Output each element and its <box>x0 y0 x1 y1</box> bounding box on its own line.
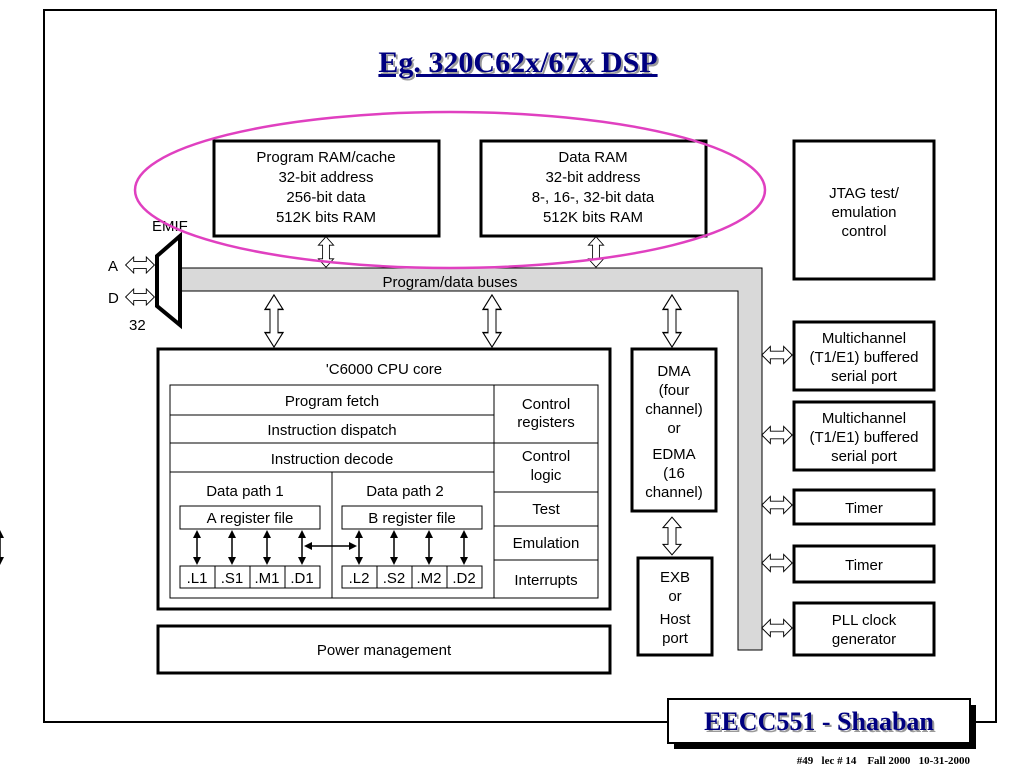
dma-line-2: (four <box>659 382 690 399</box>
power-management-box <box>156 624 612 675</box>
timer2-label: Timer <box>845 557 883 574</box>
emulation-label: Emulation <box>513 535 580 552</box>
footer-title: EECC551 - Shaaban <box>704 707 934 736</box>
unit-d2: .D2 <box>452 570 475 587</box>
jtag-line-2: emulation <box>831 204 896 221</box>
mcbsp1-line-3: serial port <box>831 368 898 385</box>
slide-title: Eg. 320C62x/67x DSP <box>378 46 657 79</box>
unit-l1: .L1 <box>187 570 208 587</box>
register-unit-arrows <box>0 530 4 565</box>
data-ram-line-4: 512K bits RAM <box>543 209 643 226</box>
mcbsp2-line-1: Multichannel <box>822 410 906 427</box>
program-ram-line-3: 256-bit data <box>286 189 366 206</box>
control-registers-line-2: registers <box>517 414 575 431</box>
emif-d-arrow <box>125 288 155 306</box>
pll-arrow <box>761 618 793 638</box>
bus-dma-arrow <box>662 294 682 348</box>
program-ram-box <box>212 139 441 238</box>
instruction-decode-label: Instruction decode <box>271 451 394 468</box>
unit-m2: .M2 <box>416 570 441 587</box>
pll-box <box>792 601 936 657</box>
footer-meta: #49 lec # 14 Fall 2000 10-31-2000 <box>797 755 971 767</box>
mcbsp2-box <box>792 400 936 472</box>
emif-a-label: A <box>108 258 118 275</box>
mcbsp1-line-2: (T1/E1) buffered <box>810 349 919 366</box>
data-ram-line-1: Data RAM <box>558 149 627 166</box>
dma-box <box>630 347 718 513</box>
timer2-box <box>792 544 936 584</box>
b-register-file-box <box>341 505 483 530</box>
cpu-core-title: 'C6000 CPU core <box>326 361 442 378</box>
program-fetch-label: Program fetch <box>285 393 379 410</box>
mcbsp1-arrow <box>761 345 793 365</box>
data-path-1-label: Data path 1 <box>206 483 284 500</box>
pll-line-1: PLL clock <box>832 612 897 629</box>
exb-line-3: Host <box>660 611 692 628</box>
control-logic-line-2: logic <box>531 467 562 484</box>
timer2-arrow <box>761 553 793 573</box>
unit-s1: .S1 <box>221 570 244 587</box>
exb-line-1: EXB <box>660 569 690 586</box>
data-ram-line-2: 32-bit address <box>545 169 640 186</box>
memory-highlight-ellipse <box>133 110 767 270</box>
timer1-arrow <box>761 495 793 515</box>
slide-title-shadow: Eg. 320C62x/67x DSP <box>380 48 659 81</box>
data-ram-box <box>479 139 708 238</box>
b-register-file-label: B register file <box>368 510 456 527</box>
mcbsp2-arrow <box>761 425 793 445</box>
footer-banner <box>667 698 971 744</box>
mcbsp1-line-1: Multichannel <box>822 330 906 347</box>
timer1-label: Timer <box>845 500 883 517</box>
test-label: Test <box>532 501 560 518</box>
pll-line-2: generator <box>832 631 896 648</box>
emif-a-arrow <box>125 256 155 274</box>
dma-line-1: DMA <box>657 363 690 380</box>
unit-m1: .M1 <box>254 570 279 587</box>
dma-line-7: channel) <box>645 484 703 501</box>
a-register-file-label: A register file <box>207 510 294 527</box>
unit-s2: .S2 <box>383 570 406 587</box>
bus-label: Program/data buses <box>382 274 517 291</box>
dma-line-6: (16 <box>663 465 685 482</box>
control-registers-line-1: Control <box>522 396 570 413</box>
dma-line-3: channel) <box>645 401 703 418</box>
data-ram-bus-arrow <box>587 236 605 268</box>
program-ram-line-1: Program RAM/cache <box>256 149 395 166</box>
jtag-line-3: control <box>841 223 886 240</box>
jtag-line-1: JTAG test/ <box>829 185 900 202</box>
program-ram-line-4: 512K bits RAM <box>276 209 376 226</box>
bus-cpu-arrow-2 <box>482 294 502 348</box>
interrupts-label: Interrupts <box>514 572 577 589</box>
exb-line-2: or <box>668 588 681 605</box>
footer-title-shadow: EECC551 - Shaaban <box>706 709 936 738</box>
control-logic-line-1: Control <box>522 448 570 465</box>
slide-frame <box>43 9 997 723</box>
emif-block <box>155 231 182 330</box>
unit-l2: .L2 <box>349 570 370 587</box>
jtag-box <box>792 139 936 281</box>
instruction-dispatch-label: Instruction dispatch <box>267 422 396 439</box>
exb-line-4: port <box>662 630 689 647</box>
emif-d-label: D <box>108 290 119 307</box>
data-path-2-label: Data path 2 <box>366 483 444 500</box>
mcbsp1-box <box>792 320 936 392</box>
timer1-box <box>792 488 936 526</box>
mcbsp2-line-3: serial port <box>831 448 898 465</box>
dma-exb-arrow <box>662 516 682 556</box>
program-ram-line-2: 32-bit address <box>278 169 373 186</box>
emif-width-label: 32 <box>129 317 146 334</box>
exb-box <box>636 556 714 657</box>
power-management-label: Power management <box>317 642 452 659</box>
bus-cpu-arrow-1 <box>264 294 284 348</box>
dma-line-4: or <box>667 420 680 437</box>
unit-d1: .D1 <box>290 570 313 587</box>
dma-line-5: EDMA <box>652 446 695 463</box>
a-register-file-box <box>179 505 321 530</box>
cross-path-arrow <box>304 542 357 550</box>
data-ram-line-3: 8-, 16-, 32-bit data <box>532 189 655 206</box>
mcbsp2-line-2: (T1/E1) buffered <box>810 429 919 446</box>
